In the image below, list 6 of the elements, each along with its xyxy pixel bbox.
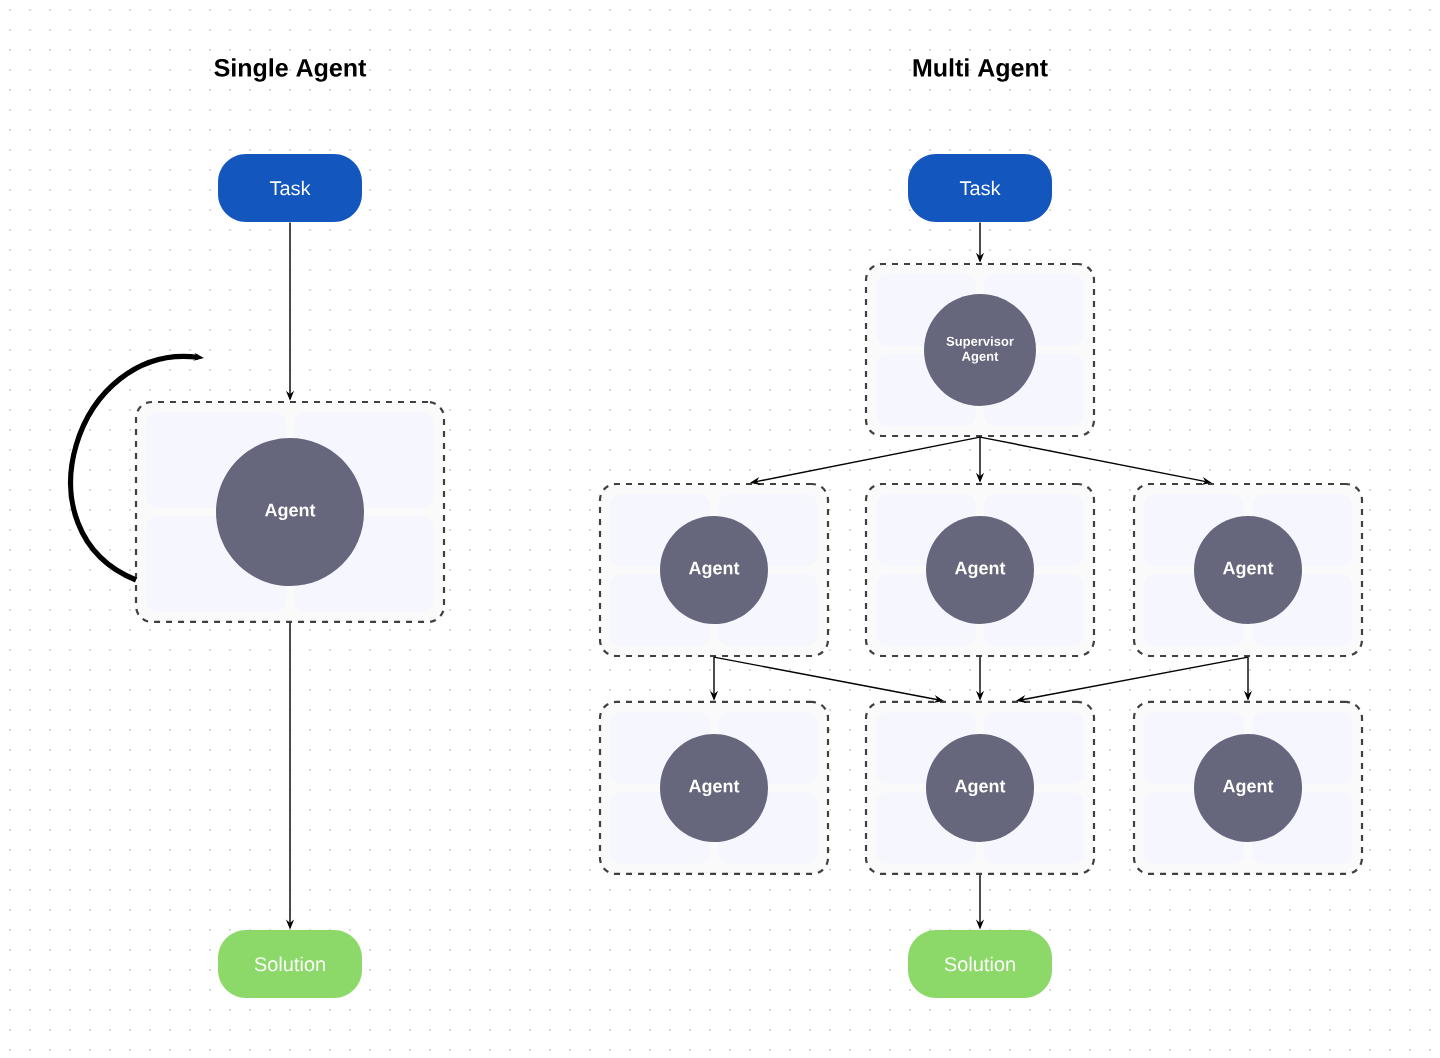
solution-pill: Solution [218, 929, 362, 998]
heading: Multi Agent [913, 58, 1048, 82]
solution-pill: Solution [908, 929, 1052, 998]
task-pill: Task [908, 154, 1052, 222]
heading: Single Agent [214, 58, 367, 82]
task-pill: Task [218, 154, 362, 222]
